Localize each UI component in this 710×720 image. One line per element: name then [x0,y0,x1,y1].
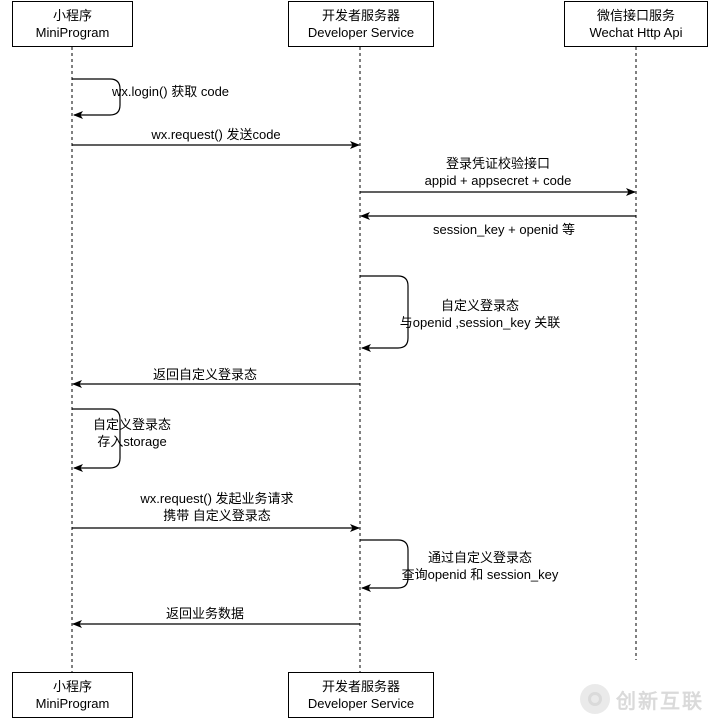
participant-wechat-top: 微信接口服务 Wechat Http Api [564,1,708,47]
participant-name-en: MiniProgram [35,25,110,40]
self-loop-login [72,78,121,119]
watermark-text: 创新互联 [616,688,704,713]
label-login: wx.login() 获取 code [112,84,230,99]
label-store: 自定义登录态 存入storage [80,416,184,450]
participant-name-en: Developer Service [307,696,415,711]
label-query-line1: 通过自定义登录态 [427,550,532,565]
participant-miniprogram-bottom: 小程序 MiniProgram [12,672,133,718]
self-loop-store [72,408,121,472]
label-send-code: wx.request() 发送code [151,127,281,142]
label-biz-line1: wx.request() 发起业务请求 [140,491,294,506]
participant-name-en: Developer Service [307,25,415,40]
label-biz-request: wx.request() 发起业务请求 携带 自定义登录态 [72,490,362,524]
brand-logo-icon [580,684,610,714]
participant-name-cn: 小程序 [52,8,92,23]
label-custom-line2: 与openid ,session_key 关联 [399,315,561,330]
label-verify: 登录凭证校验接口 appid + appsecret + code [360,155,636,189]
participant-name-en: Wechat Http Api [589,25,683,40]
label-store-line1: 自定义登录态 [92,417,171,432]
participant-name-cn: 开发者服务器 [321,679,400,694]
self-loop-custom [360,275,409,352]
label-session-return: session_key + openid 等 [432,222,575,237]
label-custom-line1: 自定义登录态 [440,298,519,313]
label-verify-line2: appid + appsecret + code [424,173,572,188]
watermark: 创新互联 [580,684,704,714]
label-return-biz: 返回业务数据 [165,606,244,621]
label-query: 通过自定义登录态 查询openid 和 session_key [380,549,580,583]
participant-name-en: MiniProgram [35,696,110,711]
participant-name-cn: 开发者服务器 [321,8,400,23]
label-custom: 自定义登录态 与openid ,session_key 关联 [380,297,580,331]
participant-developer-top: 开发者服务器 Developer Service [288,1,434,47]
self-loop-query [360,539,409,592]
participant-developer-bottom: 开发者服务器 Developer Service [288,672,434,718]
participant-miniprogram-top: 小程序 MiniProgram [12,1,133,47]
participant-name-cn: 微信接口服务 [596,8,675,23]
participant-name-cn: 小程序 [52,679,92,694]
label-store-line2: 存入storage [97,434,167,449]
label-query-line2: 查询openid 和 session_key [401,567,559,582]
label-biz-line2: 携带 自定义登录态 [163,508,271,523]
label-verify-line1: 登录凭证校验接口 [445,156,550,171]
label-return-custom: 返回自定义登录态 [152,367,257,382]
